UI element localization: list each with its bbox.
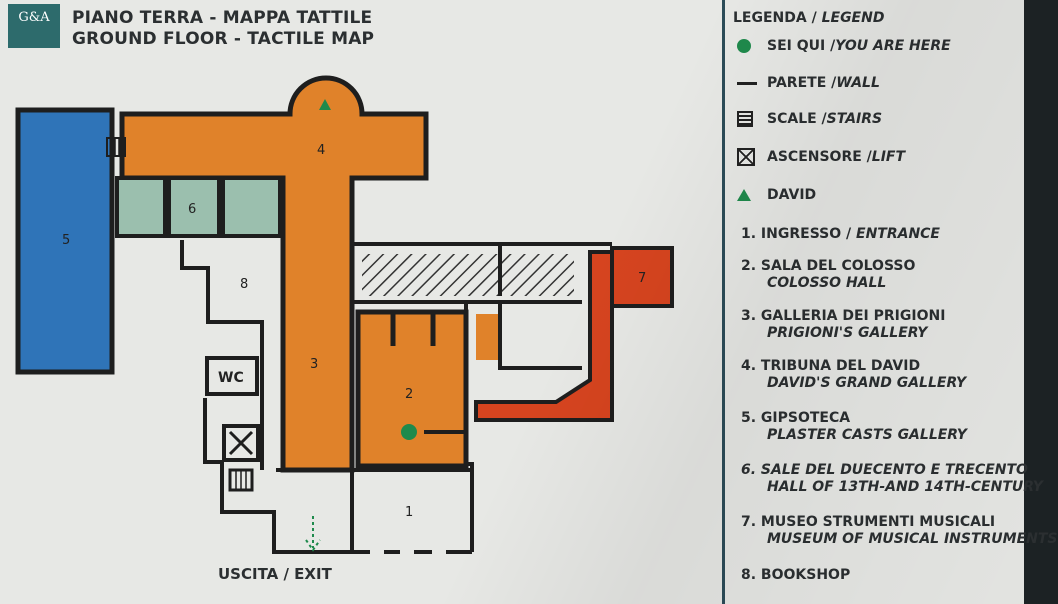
- room-5-gipsoteca[interactable]: [15, 107, 115, 375]
- small-orange-niche: [476, 314, 498, 360]
- lower-stairs-lines: [235, 470, 247, 490]
- exit-label: USCITA / EXIT: [218, 565, 332, 583]
- room-label-7: 7: [638, 271, 646, 286]
- room-label-1: 1: [405, 505, 413, 520]
- stairs-lines: [110, 138, 120, 156]
- green-dot-icon: [737, 39, 751, 53]
- room-name-en: PLASTER CASTS GALLERY: [767, 427, 967, 443]
- room-name-en: PRIGIONI'S GALLERY: [767, 325, 928, 341]
- room-1-entrance-walls: [276, 468, 472, 554]
- legend-text-it: DAVID: [767, 187, 817, 203]
- legend-room-2: 2. SALA DEL COLOSSO COLOSSO HALL: [741, 258, 915, 292]
- room-name-it: 4. TRIBUNA DEL DAVID: [741, 358, 921, 374]
- legend-lift: ASCENSORE / LIFT: [737, 148, 905, 166]
- stairs-icon: [106, 137, 126, 157]
- room-name-it: 5. GIPSOTECA: [741, 410, 851, 426]
- room-label-3: 3: [310, 357, 318, 372]
- room-name-it: 1. INGRESSO /: [741, 226, 856, 242]
- service-corridor-wall: [203, 398, 352, 554]
- room-name-en: ENTRANCE: [856, 226, 940, 242]
- room-label-8: 8: [240, 277, 248, 292]
- lift-icon: [737, 148, 755, 166]
- room-name-it: 6. SALE DEL DUECENTO E TRECENTO: [741, 462, 1028, 478]
- legend-text-it: ASCENSORE /: [767, 149, 872, 165]
- legend-david: DAVID: [737, 187, 816, 203]
- room-name-en: HALL OF 13TH-AND 14TH-CENTURY: [767, 479, 1043, 495]
- legend-text-it: PARETE /: [767, 75, 837, 91]
- logo-text: G&A: [18, 10, 50, 25]
- legend-text-en: YOU ARE HERE: [835, 38, 951, 54]
- legend-title: LEGENDA / LEGEND: [733, 10, 884, 26]
- legend-title-it: LEGENDA /: [733, 10, 822, 26]
- stairs-icon: [737, 111, 753, 127]
- legend-room-1: 1. INGRESSO / ENTRANCE: [741, 226, 940, 243]
- room-name-it: 2. SALA DEL COLOSSO: [741, 258, 916, 274]
- legend-you-are-here: SEI QUI / YOU ARE HERE: [737, 38, 951, 54]
- legend-room-6: 6. SALE DEL DUECENTO E TRECENTO HALL OF …: [741, 462, 1043, 496]
- lift-icon: [222, 424, 260, 462]
- legend-text-en: STAIRS: [826, 111, 883, 127]
- room-name-en: MUSEUM OF MUSICAL INSTRUMENTS: [767, 531, 1058, 547]
- legend-text-en: LIFT: [871, 149, 906, 165]
- legend-text-it: SEI QUI /: [767, 38, 836, 54]
- room-name-en: DAVID'S GRAND GALLERY: [767, 375, 967, 391]
- legend-wall: PARETE / WALL: [737, 75, 880, 91]
- room-6-a[interactable]: [115, 176, 167, 238]
- legend-stairs: SCALE / STAIRS: [737, 111, 882, 127]
- you-are-here-marker: [401, 424, 417, 440]
- legend-room-4: 4. TRIBUNA DEL DAVID DAVID'S GRAND GALLE…: [741, 358, 966, 392]
- hatched-corridor: [362, 254, 574, 296]
- legend-title-en: LEGEND: [821, 10, 885, 26]
- map-title-italian: PIANO TERRA - MAPPA TATTILE: [72, 8, 373, 28]
- green-triangle-icon: [737, 189, 751, 201]
- room-name-it: 7. MUSEO STRUMENTI MUSICALI: [741, 514, 996, 530]
- map-title-english: GROUND FLOOR - TACTILE MAP: [72, 29, 375, 49]
- room-name-it: 8. BOOKSHOP: [741, 567, 851, 583]
- legend-room-5: 5. GIPSOTECA PLASTER CASTS GALLERY: [741, 410, 967, 444]
- room-label-4: 4: [317, 143, 325, 158]
- legend-panel: LEGENDA / LEGEND SEI QUI / YOU ARE HERE …: [722, 0, 1058, 604]
- wall-icon: [737, 81, 757, 85]
- room-label-5: 5: [62, 233, 70, 248]
- legend-text-en: WALL: [836, 75, 880, 91]
- david-marker: [319, 99, 331, 110]
- legend-room-8: 8. BOOKSHOP: [741, 567, 850, 584]
- legend-room-3: 3. GALLERIA DEI PRIGIONI PRIGIONI'S GALL…: [741, 308, 945, 342]
- floor-plan: 4 5 6 8 3 2 7 1 WC: [15, 75, 674, 554]
- exit-arrow-icon: [305, 516, 321, 552]
- room-name-en: COLOSSO HALL: [767, 275, 887, 291]
- room-8-bookshop[interactable]: [180, 240, 264, 470]
- room-7-corridor[interactable]: [474, 250, 614, 422]
- room-name-it: 3. GALLERIA DEI PRIGIONI: [741, 308, 946, 324]
- museum-logo: G&A: [8, 4, 60, 48]
- legend-text-it: SCALE /: [767, 111, 827, 127]
- room-label-2: 2: [405, 387, 413, 402]
- room-2-outer-walls: [464, 302, 582, 552]
- wc-room: [205, 356, 259, 396]
- wc-label: WC: [218, 370, 244, 386]
- room-6-c[interactable]: [221, 176, 282, 238]
- room-7-musical-instruments[interactable]: [610, 246, 674, 308]
- lift-cross: [228, 430, 254, 456]
- legend-room-7: 7. MUSEO STRUMENTI MUSICALI MUSEUM OF MU…: [741, 514, 1058, 548]
- room-6-b[interactable]: [167, 176, 221, 238]
- room-label-6: 6: [188, 202, 196, 217]
